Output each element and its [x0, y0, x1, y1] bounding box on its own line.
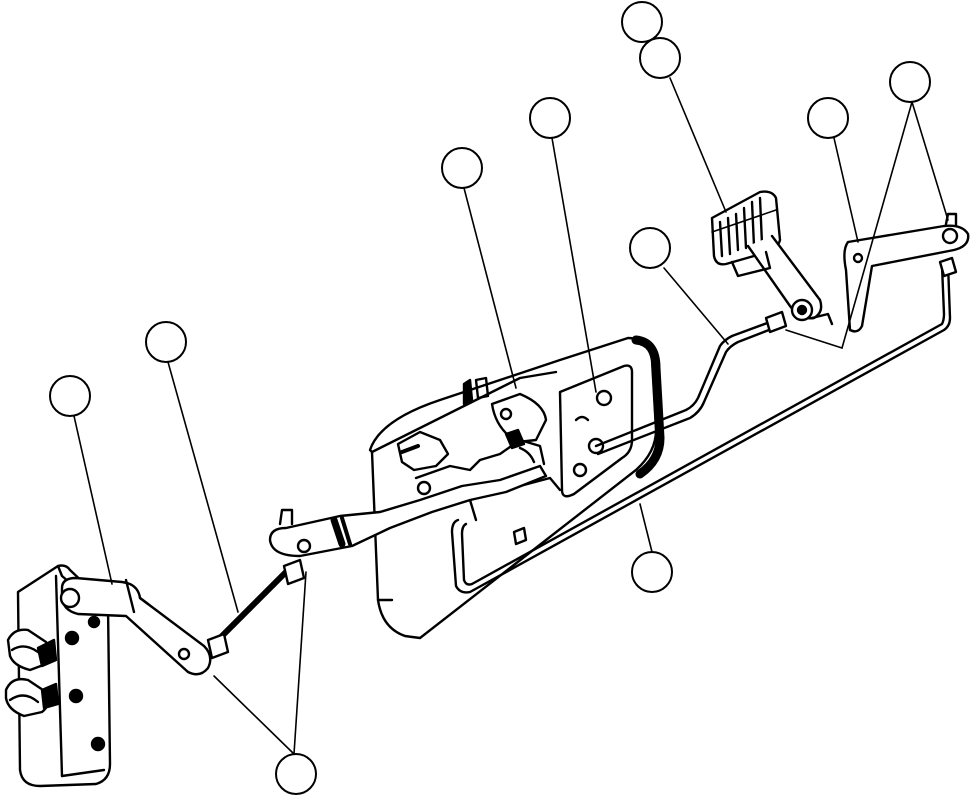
leader-1 [73, 415, 113, 585]
leader-10b [911, 101, 949, 221]
leader-3b [293, 571, 307, 755]
leader-3a [213, 675, 295, 755]
callout-circle [621, 1, 663, 43]
inside-handle [710, 190, 834, 326]
leader-2 [167, 361, 239, 613]
leader-7 [663, 267, 729, 345]
callout-circle [807, 97, 849, 139]
bellcrank-assembly [843, 212, 970, 333]
leader-8 [669, 77, 727, 213]
leader-11 [785, 329, 843, 349]
callout-circle [629, 227, 671, 269]
callout-circle [275, 753, 317, 795]
leader-9 [833, 137, 859, 243]
door-latch [4, 564, 212, 788]
callout-circle [441, 147, 483, 189]
leader-10a [841, 101, 913, 349]
callout-circle [49, 375, 91, 417]
leader-4 [463, 187, 517, 389]
callout-circle [529, 97, 571, 139]
callout-circle [631, 551, 673, 593]
callout-circles [49, 1, 931, 795]
connecting-lever [268, 464, 548, 558]
callout-circle [639, 37, 681, 79]
callout-leaders [73, 77, 949, 755]
leader-5 [551, 137, 597, 393]
short-rod [206, 558, 306, 660]
leader-6 [639, 503, 653, 553]
linkage-rods [450, 256, 958, 594]
callout-circle [145, 321, 187, 363]
callout-circle [889, 61, 931, 103]
